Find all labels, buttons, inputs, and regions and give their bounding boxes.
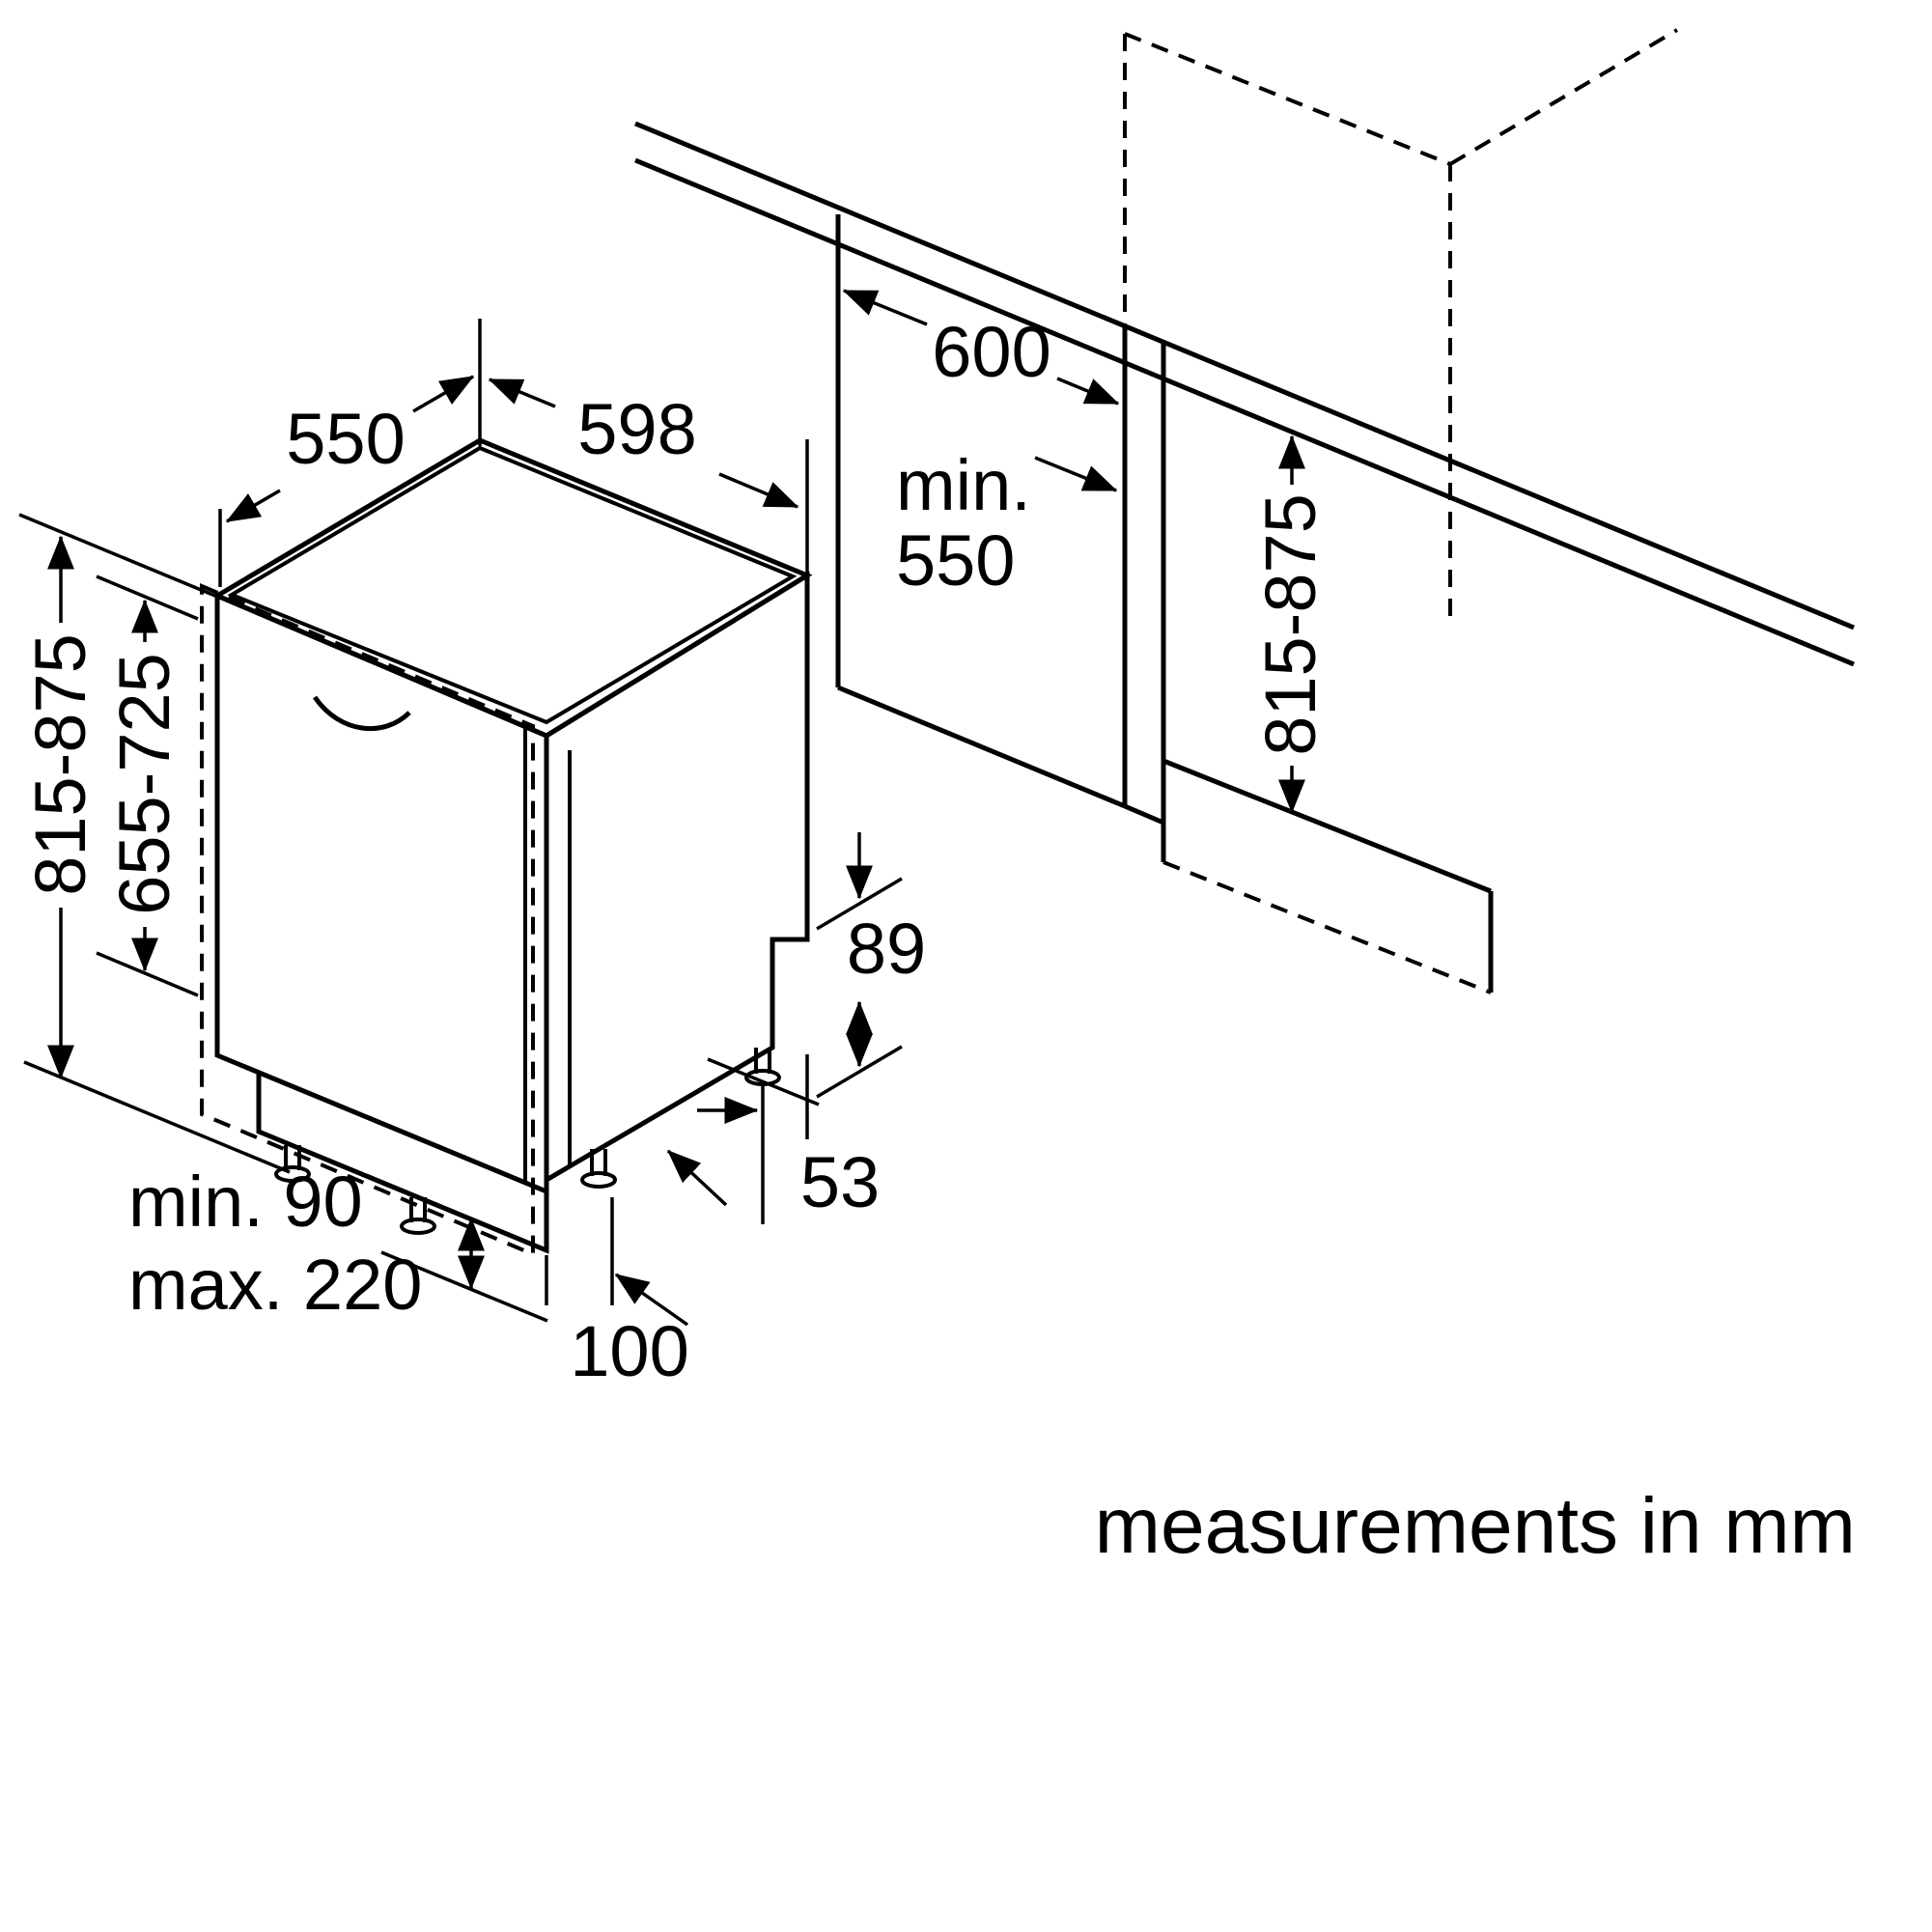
top-extension-line-left	[18, 513, 223, 601]
appliance-dimensions: 550 598 815-875 655-725 min. 90 max. 220…	[20, 319, 926, 1391]
dim-600-arrow-right	[1056, 377, 1120, 406]
appliance-base-plinth	[256, 1073, 549, 1254]
dim-label-niche-depth-word: min.	[896, 445, 1031, 525]
dim-label-niche-depth-value: 550	[896, 520, 1015, 601]
worktop-front-edge-bottom	[634, 157, 1855, 667]
dim-niche-depth-arrow	[1034, 456, 1118, 492]
niche-hidden-edge-top-front	[1124, 32, 1451, 166]
appliance-top-face	[211, 437, 813, 739]
dim-label-plinth-max: max. 220	[128, 1245, 422, 1325]
dim-550-arrow-left	[225, 489, 281, 523]
niche-floor-connector	[1124, 803, 1164, 826]
floor-reference-line-left	[23, 1060, 291, 1174]
ext-tick-89-top	[816, 877, 903, 931]
door-handle-arc	[312, 695, 411, 732]
foot-side-front	[580, 1149, 617, 1189]
niche-dimensions: 600 min. 550 815-875	[842, 289, 1330, 814]
appliance-side-panel	[544, 571, 810, 1185]
dim-label-worktop-depth: 600	[932, 312, 1050, 392]
dim-label-top-width: 598	[577, 389, 696, 469]
dim-label-door-height: 655-725	[104, 653, 184, 915]
dim-label-front-foot-offset: 100	[570, 1311, 688, 1391]
dim-label-total-height: 815-875	[20, 633, 100, 896]
furniture-door-outline	[200, 582, 535, 1258]
dim-label-rear-foot-offset: 53	[800, 1142, 880, 1222]
plinth-top-edge	[1162, 758, 1492, 894]
dim-label-top-depth: 550	[286, 399, 405, 479]
worktop-front-edge-top	[634, 121, 1855, 630]
niche-side-wall-bottom-edge	[837, 685, 1126, 809]
ext-tick-door-top	[96, 574, 199, 621]
dim-600-arrow-left	[842, 289, 928, 326]
niche-hidden-edge-top-right	[1448, 28, 1679, 166]
ext-tick-89-bottom	[816, 1045, 903, 1099]
ext-tick-door-bottom	[96, 951, 199, 997]
dim-598-arrow-right	[718, 472, 799, 509]
appliance-top-face-inner	[227, 445, 798, 725]
foot-front-left	[274, 1145, 311, 1183]
measurements-unit-note: measurements in mm	[1095, 1482, 1856, 1570]
dim-598-arrow-left	[488, 378, 556, 408]
niche-drawing	[634, 28, 1855, 994]
dim-label-plinth-min: min. 90	[128, 1162, 363, 1242]
ext-tick-plinth-top	[424, 1198, 522, 1242]
appliance-front-door	[214, 592, 549, 1195]
dim-100-pointer-arrow	[614, 1273, 689, 1327]
dim-label-rear-clearance: 89	[847, 909, 926, 989]
plinth-bottom-edge-dashed	[1162, 860, 1492, 994]
dim-label-niche-height: 815-875	[1250, 493, 1330, 756]
dim-53-pointer-arrow	[666, 1149, 728, 1207]
dim-550-arrow-right	[412, 375, 475, 413]
